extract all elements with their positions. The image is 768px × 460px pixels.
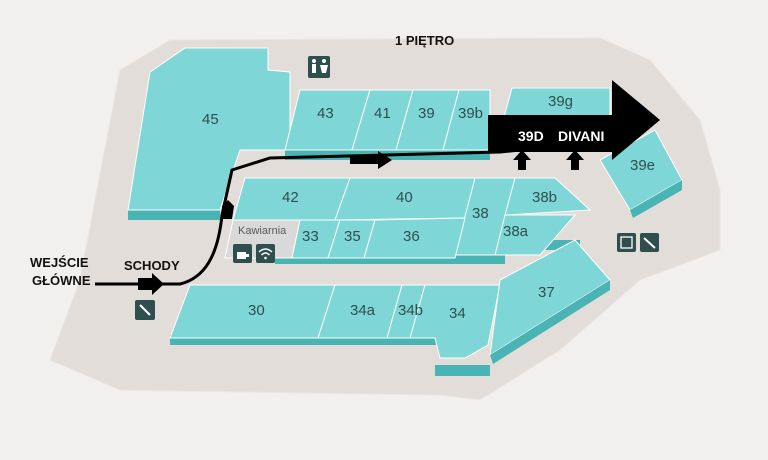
entrance-label-line1: WEJŚCIE: [30, 255, 89, 270]
destination-arrow: [488, 80, 660, 160]
label-39g: 39g: [548, 93, 573, 110]
label-39e: 39e: [630, 157, 655, 174]
no-smoking-icon: [135, 300, 155, 320]
label-41: 41: [374, 105, 391, 122]
elevator-icon: [617, 233, 636, 252]
label-45: 45: [202, 111, 219, 128]
label-38b: 38b: [532, 189, 557, 206]
destination-store: DIVANI: [558, 128, 604, 144]
unit-36[interactable]: [363, 217, 466, 259]
label-37: 37: [538, 284, 555, 301]
label-34a: 34a: [350, 302, 376, 319]
coffee-icon: [233, 244, 252, 263]
label-35: 35: [344, 228, 361, 245]
label-43: 43: [317, 105, 334, 122]
label-38: 38: [472, 205, 489, 222]
restroom-icon: [308, 56, 330, 78]
label-39: 39: [418, 105, 435, 122]
label-34b: 34b: [398, 302, 423, 319]
label-33: 33: [302, 228, 319, 245]
label-40: 40: [396, 189, 413, 206]
entrance-label-line2: GŁÓWNE: [32, 273, 91, 288]
cafe-label: Kawiarnia: [238, 225, 287, 237]
unit-45[interactable]: [127, 47, 291, 211]
stairs-label: SCHODY: [124, 258, 180, 273]
route-arrows: [138, 150, 584, 295]
floor-label: 1 PIĘTRO: [395, 33, 454, 48]
label-34: 34: [449, 305, 466, 322]
route-path: [95, 148, 521, 286]
label-42: 42: [282, 189, 299, 206]
wifi-icon: [256, 244, 275, 263]
unit-38b[interactable]: [504, 177, 592, 216]
label-30: 30: [248, 302, 265, 319]
no-smoking-icon: [640, 233, 659, 252]
label-39b: 39b: [458, 105, 483, 122]
destination-unit: 39D: [518, 128, 544, 144]
label-38a: 38a: [503, 223, 529, 240]
unit-38a[interactable]: [494, 214, 577, 256]
label-36: 36: [403, 228, 420, 245]
